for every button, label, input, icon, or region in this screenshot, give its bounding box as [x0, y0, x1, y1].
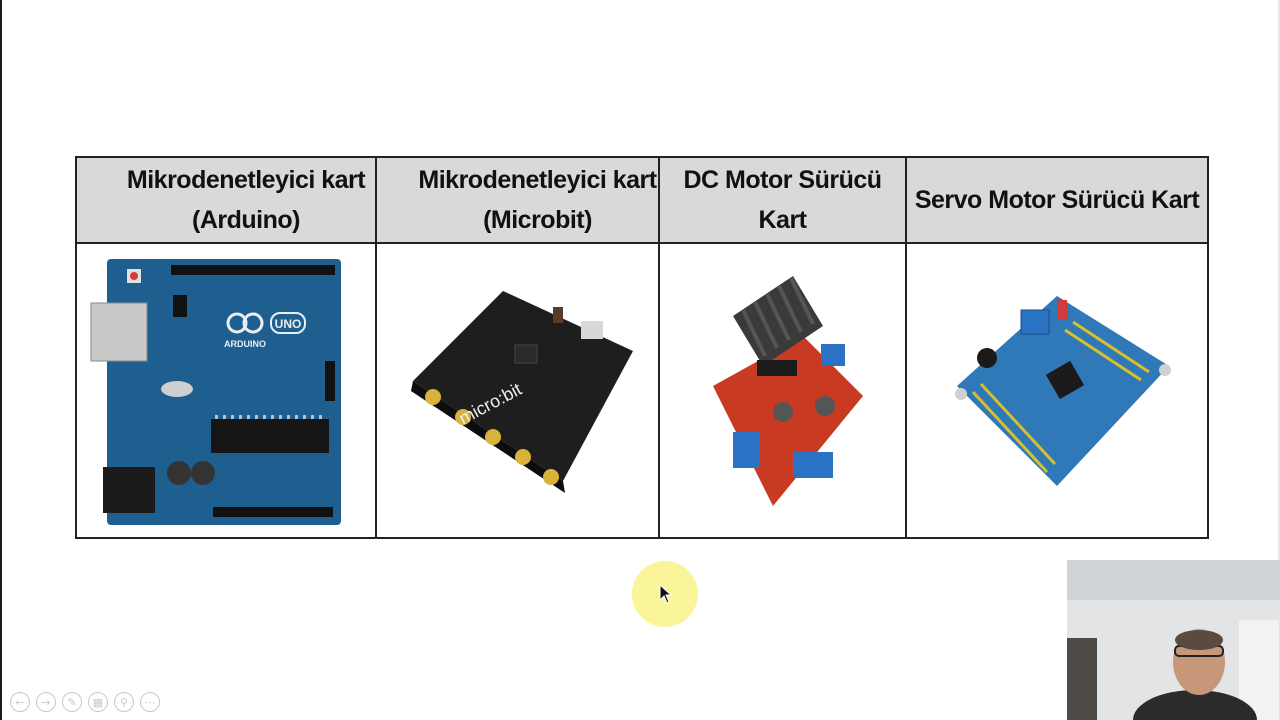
forward-icon[interactable]: → — [36, 692, 56, 712]
arduino-brand-text: ARDUINO — [224, 339, 266, 349]
arduino-board-image: UNO ARDUINO — [90, 258, 341, 525]
zoom-icon[interactable]: ⚲ — [114, 692, 134, 712]
header-microbit: Mikrodenetleyici kart (Microbit) — [375, 156, 660, 244]
slideshow-toolbar: ← → ✎ ▦ ⚲ ⋯ — [10, 692, 160, 712]
more-icon[interactable]: ⋯ — [140, 692, 160, 712]
presenter-video-image — [1067, 560, 1280, 720]
servo-motor-driver-image — [955, 295, 1171, 486]
pen-icon[interactable]: ✎ — [62, 692, 82, 712]
mouse-pointer-icon — [659, 584, 673, 604]
header-microbit-line1: Mikrodenetleyici kart — [418, 166, 657, 194]
header-dc-motor: DC Motor Sürücü Kart — [658, 156, 907, 244]
boards-table: Mikrodenetleyici kart (Arduino) Mikroden… — [75, 156, 1209, 539]
header-arduino-line2: (Arduino) — [192, 206, 300, 234]
left-border — [0, 0, 2, 720]
header-microbit-line2: (Microbit) — [483, 206, 592, 234]
back-icon[interactable]: ← — [10, 692, 30, 712]
servo-motor-image-cell — [905, 242, 1209, 539]
dc-motor-image-cell — [658, 242, 907, 539]
arduino-image-cell: UNO ARDUINO — [75, 242, 377, 539]
dc-motor-driver-image — [712, 275, 863, 506]
header-servo-motor: Servo Motor Sürücü Kart — [905, 156, 1209, 244]
webcam-overlay — [1067, 560, 1280, 720]
microbit-image-cell: micro:bit — [375, 242, 660, 539]
arduino-model-text: UNO — [275, 317, 302, 331]
microbit-board-image: micro:bit — [410, 290, 633, 493]
header-arduino: Mikrodenetleyici kart (Arduino) — [75, 156, 377, 244]
header-dc-motor-label: DC Motor Sürücü Kart — [683, 166, 882, 234]
table-image-row: UNO ARDUINO micro:bit — [75, 242, 1209, 539]
slides-icon[interactable]: ▦ — [88, 692, 108, 712]
header-servo-motor-label: Servo Motor Sürücü Kart — [914, 186, 1200, 214]
header-arduino-line1: Mikrodenetleyici kart — [126, 166, 366, 194]
right-border — [1278, 0, 1280, 720]
table-header-row: Mikrodenetleyici kart (Arduino) Mikroden… — [75, 156, 1209, 244]
